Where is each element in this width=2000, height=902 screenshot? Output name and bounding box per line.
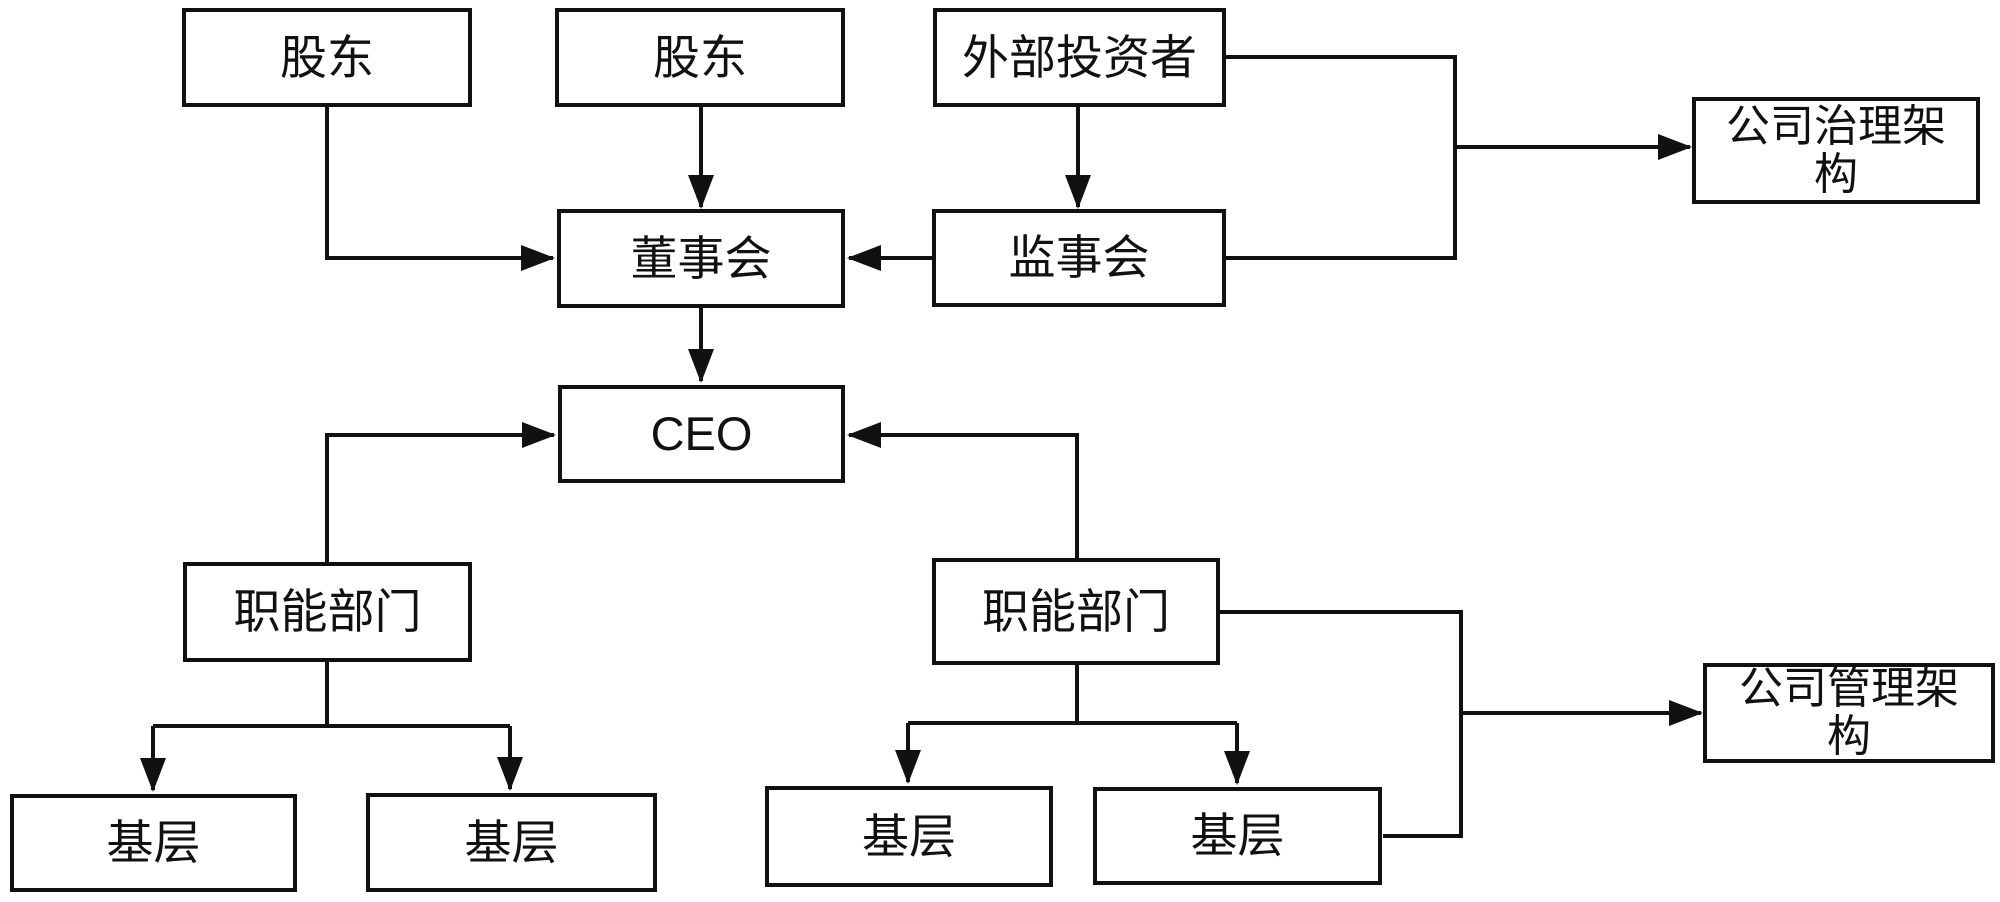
node-base-1-label: 基层 xyxy=(106,816,201,870)
node-supervisory-board-label: 监事会 xyxy=(1008,231,1150,285)
node-func-dept-left: 职能部门 xyxy=(183,562,472,662)
connector-func-dept-right-to-ceo xyxy=(847,422,1079,558)
node-func-dept-right: 职能部门 xyxy=(932,558,1220,665)
node-func-dept-right-label: 职能部门 xyxy=(982,584,1170,638)
node-shareholder-a: 股东 xyxy=(182,8,472,107)
node-base-4: 基层 xyxy=(1093,787,1382,885)
node-board-label: 董事会 xyxy=(630,231,772,285)
node-management-structure: 公司管理架构 xyxy=(1703,663,1995,763)
node-shareholder-b: 股东 xyxy=(555,8,845,107)
connector-func-dept-left-to-ceo xyxy=(325,422,556,562)
node-base-2-label: 基层 xyxy=(464,815,559,869)
node-base-2: 基层 xyxy=(366,793,657,892)
node-management-structure-label: 公司管理架构 xyxy=(1739,664,1959,761)
node-func-dept-left-label: 职能部门 xyxy=(233,585,422,639)
connector-external-investor-supervisory-loop xyxy=(1226,55,1457,260)
node-base-1: 基层 xyxy=(10,794,297,892)
node-supervisory-board: 监事会 xyxy=(932,209,1226,307)
node-governance-structure-label: 公司治理架构 xyxy=(1726,101,1946,199)
node-shareholder-b-label: 股东 xyxy=(653,30,747,84)
connector-func-dept-base4-loop xyxy=(1220,610,1463,838)
node-base-3-label: 基层 xyxy=(862,809,956,863)
node-shareholder-a-label: 股东 xyxy=(280,30,374,84)
connector-shareholder-a-to-board xyxy=(325,107,555,271)
node-external-investor-label: 外部投资者 xyxy=(962,30,1197,84)
node-board: 董事会 xyxy=(557,209,845,308)
node-base-4-label: 基层 xyxy=(1190,809,1285,863)
node-base-3: 基层 xyxy=(765,786,1053,887)
node-external-investor: 外部投资者 xyxy=(933,8,1226,107)
node-ceo-label: CEO xyxy=(650,407,753,461)
node-ceo: CEO xyxy=(558,385,845,483)
node-governance-structure: 公司治理架构 xyxy=(1692,97,1980,204)
